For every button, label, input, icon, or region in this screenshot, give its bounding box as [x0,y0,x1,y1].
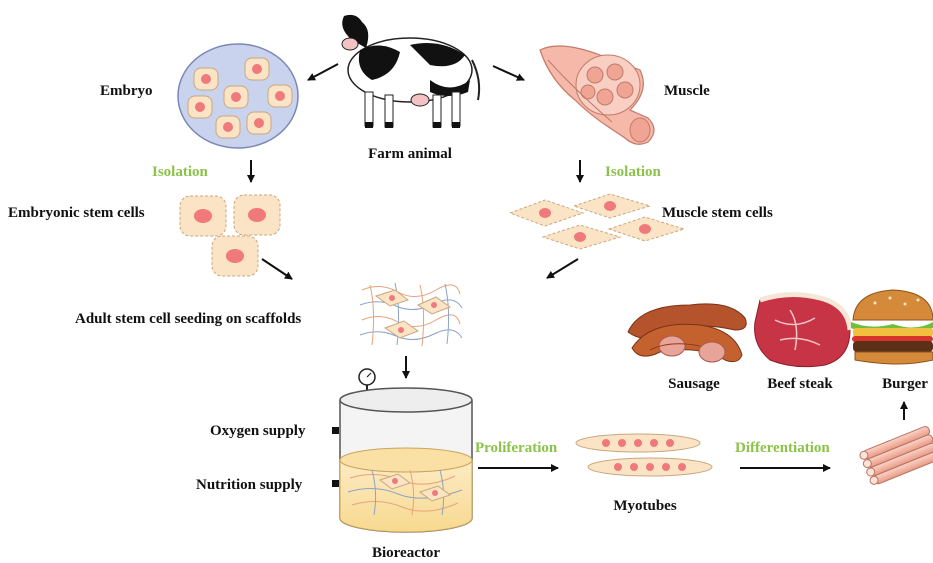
oxygen-supply-label: Oxygen supply [210,423,306,439]
muscle-icon [540,46,654,144]
oxygen-port [332,427,339,434]
burger-label: Burger [882,376,928,392]
adult-seeding-label: Adult stem cell seeding on scaffolds [75,311,301,327]
arrow-cow-to-muscle [493,66,524,80]
sausage-icon [628,304,746,362]
muscle-stem-cells-icon [510,194,684,249]
nutrition-supply-label: Nutrition supply [196,477,303,493]
scaffold-icon [360,283,462,346]
burger-icon [851,290,933,364]
arrow-muscle-to-scaffold [547,259,578,278]
muscle-stem-cells-label: Muscle stem cells [662,205,773,221]
beef-steak-label: Beef steak [767,376,833,392]
arrow-embryonic-to-scaffold [262,259,292,279]
myotubes-label: Myotubes [613,498,676,514]
muscle-fiber-bundle-icon [859,425,933,486]
embryo-icon [178,44,298,148]
steak-icon [755,294,850,366]
farm-animal-label: Farm animal [368,146,452,162]
muscle-label: Muscle [664,83,710,99]
isolation-left-label: Isolation [152,164,209,180]
embryonic-stem-cells-label: Embryonic stem cells [8,205,145,221]
arrow-cow-to-embryo [308,64,338,80]
sausage-label: Sausage [668,376,720,392]
nutrition-port [332,480,339,487]
bioreactor-label: Bioreactor [372,545,440,561]
stem-cell-icon [180,195,280,276]
bioreactor-icon [340,388,472,532]
embryo-label: Embryo [100,83,153,99]
isolation-right-label: Isolation [605,164,662,180]
cow-icon [342,15,479,128]
proliferation-label: Proliferation [475,440,558,456]
myotube-icon [576,434,712,476]
differentiation-label: Differentiation [735,440,830,456]
